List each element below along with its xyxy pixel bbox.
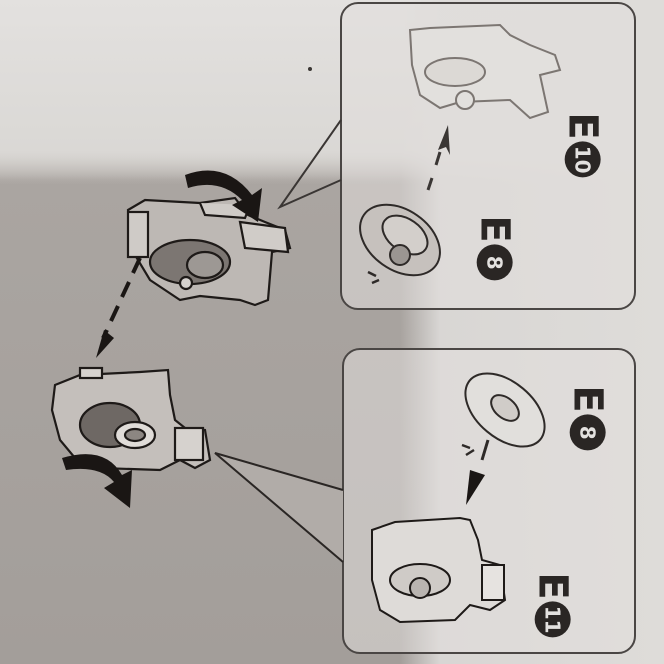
callout-bottom-arrow-head-icon bbox=[466, 470, 485, 505]
callout-bottom-dashed-arrow-icon bbox=[480, 439, 490, 461]
callout-top-dashed-arrow-icon bbox=[426, 151, 442, 191]
part-label-letter: E bbox=[559, 112, 606, 140]
part-number-badge: 10 bbox=[564, 141, 601, 178]
callout-pointer-top bbox=[277, 119, 342, 210]
callout-top-arrow-head-icon bbox=[438, 125, 450, 155]
part-label-e8-top: E 8 bbox=[471, 215, 518, 281]
callout-pointer-bottom bbox=[214, 452, 344, 563]
gearbox-part-lower bbox=[50, 366, 212, 472]
part-e8-illustration-top bbox=[359, 203, 441, 277]
paper-speck bbox=[308, 67, 312, 71]
part-number-badge: 8 bbox=[476, 244, 513, 281]
dashed-move-arrow-icon bbox=[101, 257, 142, 339]
gearbox-part-upper bbox=[126, 196, 292, 307]
rotate-arrow-bottom-icon bbox=[62, 454, 132, 508]
part-label-e11: E 11 bbox=[529, 572, 576, 638]
part-label-e8-bottom: E 8 bbox=[564, 385, 611, 451]
part-label-letter: E bbox=[471, 215, 518, 243]
part-label-letter: E bbox=[564, 385, 611, 413]
snap-lines-top-icon bbox=[367, 270, 380, 285]
dashed-arrow-head-icon bbox=[96, 330, 114, 358]
part-number-badge: 11 bbox=[534, 601, 571, 638]
part-label-letter: E bbox=[529, 572, 576, 600]
part-e11-illustration bbox=[371, 516, 507, 624]
part-number-badge: 8 bbox=[569, 414, 606, 451]
part-label-e10: E 10 bbox=[559, 112, 606, 178]
part-e8-illustration-bottom bbox=[464, 372, 546, 448]
rotate-arrow-top-icon bbox=[185, 170, 262, 222]
part-e10-illustration bbox=[408, 23, 562, 120]
snap-lines-bottom-icon bbox=[461, 443, 475, 457]
